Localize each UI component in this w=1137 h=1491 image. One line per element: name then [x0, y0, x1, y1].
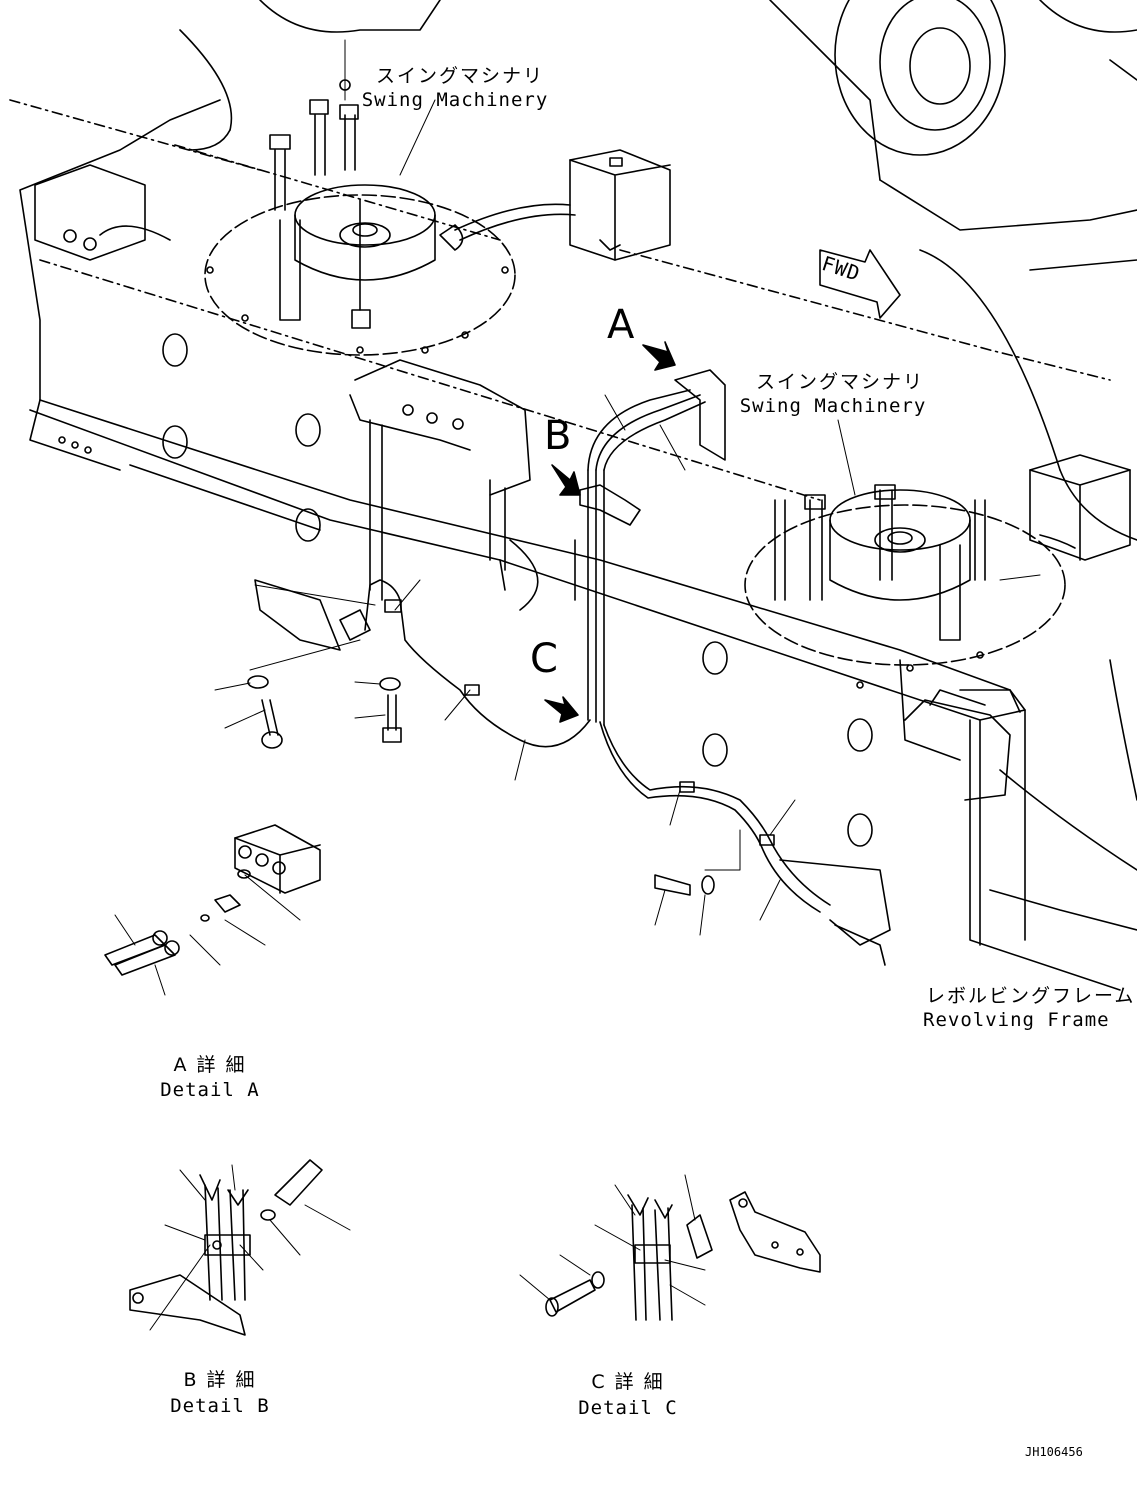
- swing-machinery-left-jp: スイングマシナリ: [376, 65, 545, 87]
- revolving-frame: [9, 0, 1137, 991]
- leader-lines: [214, 39, 1041, 936]
- detail-c-drawing: [519, 1174, 821, 1321]
- detail-c-jp: C 詳 細: [591, 1371, 665, 1393]
- detail-b-en: Detail B: [170, 1395, 270, 1417]
- swing-machinery-right-en: Swing Machinery: [739, 395, 927, 417]
- detail-a-jp: A 詳 細: [173, 1054, 247, 1076]
- marker-b: B: [544, 413, 572, 459]
- swing-machinery-left: [204, 79, 576, 356]
- fwd-arrow: [819, 249, 901, 319]
- hydraulic-tank-upper: [569, 149, 671, 261]
- swing-machinery-right-jp: スイングマシナリ: [756, 371, 925, 393]
- detail-b-jp: B 詳 細: [183, 1369, 257, 1391]
- revolving-frame-jp: レボルビングフレーム: [926, 985, 1136, 1007]
- callout-arrows: [544, 341, 676, 723]
- detail-a-en: Detail A: [160, 1079, 260, 1101]
- swing-machinery-right: [744, 454, 1131, 689]
- document-id: JH106456: [1025, 1445, 1083, 1459]
- detail-a-drawing: [104, 824, 321, 996]
- marker-a: A: [607, 302, 635, 348]
- revolving-frame-en: Revolving Frame: [923, 1009, 1110, 1031]
- detail-c-en: Detail C: [578, 1397, 678, 1419]
- detail-b-drawing: [129, 1159, 351, 1336]
- marker-c: C: [530, 636, 558, 682]
- swing-machinery-left-en: Swing Machinery: [361, 89, 549, 111]
